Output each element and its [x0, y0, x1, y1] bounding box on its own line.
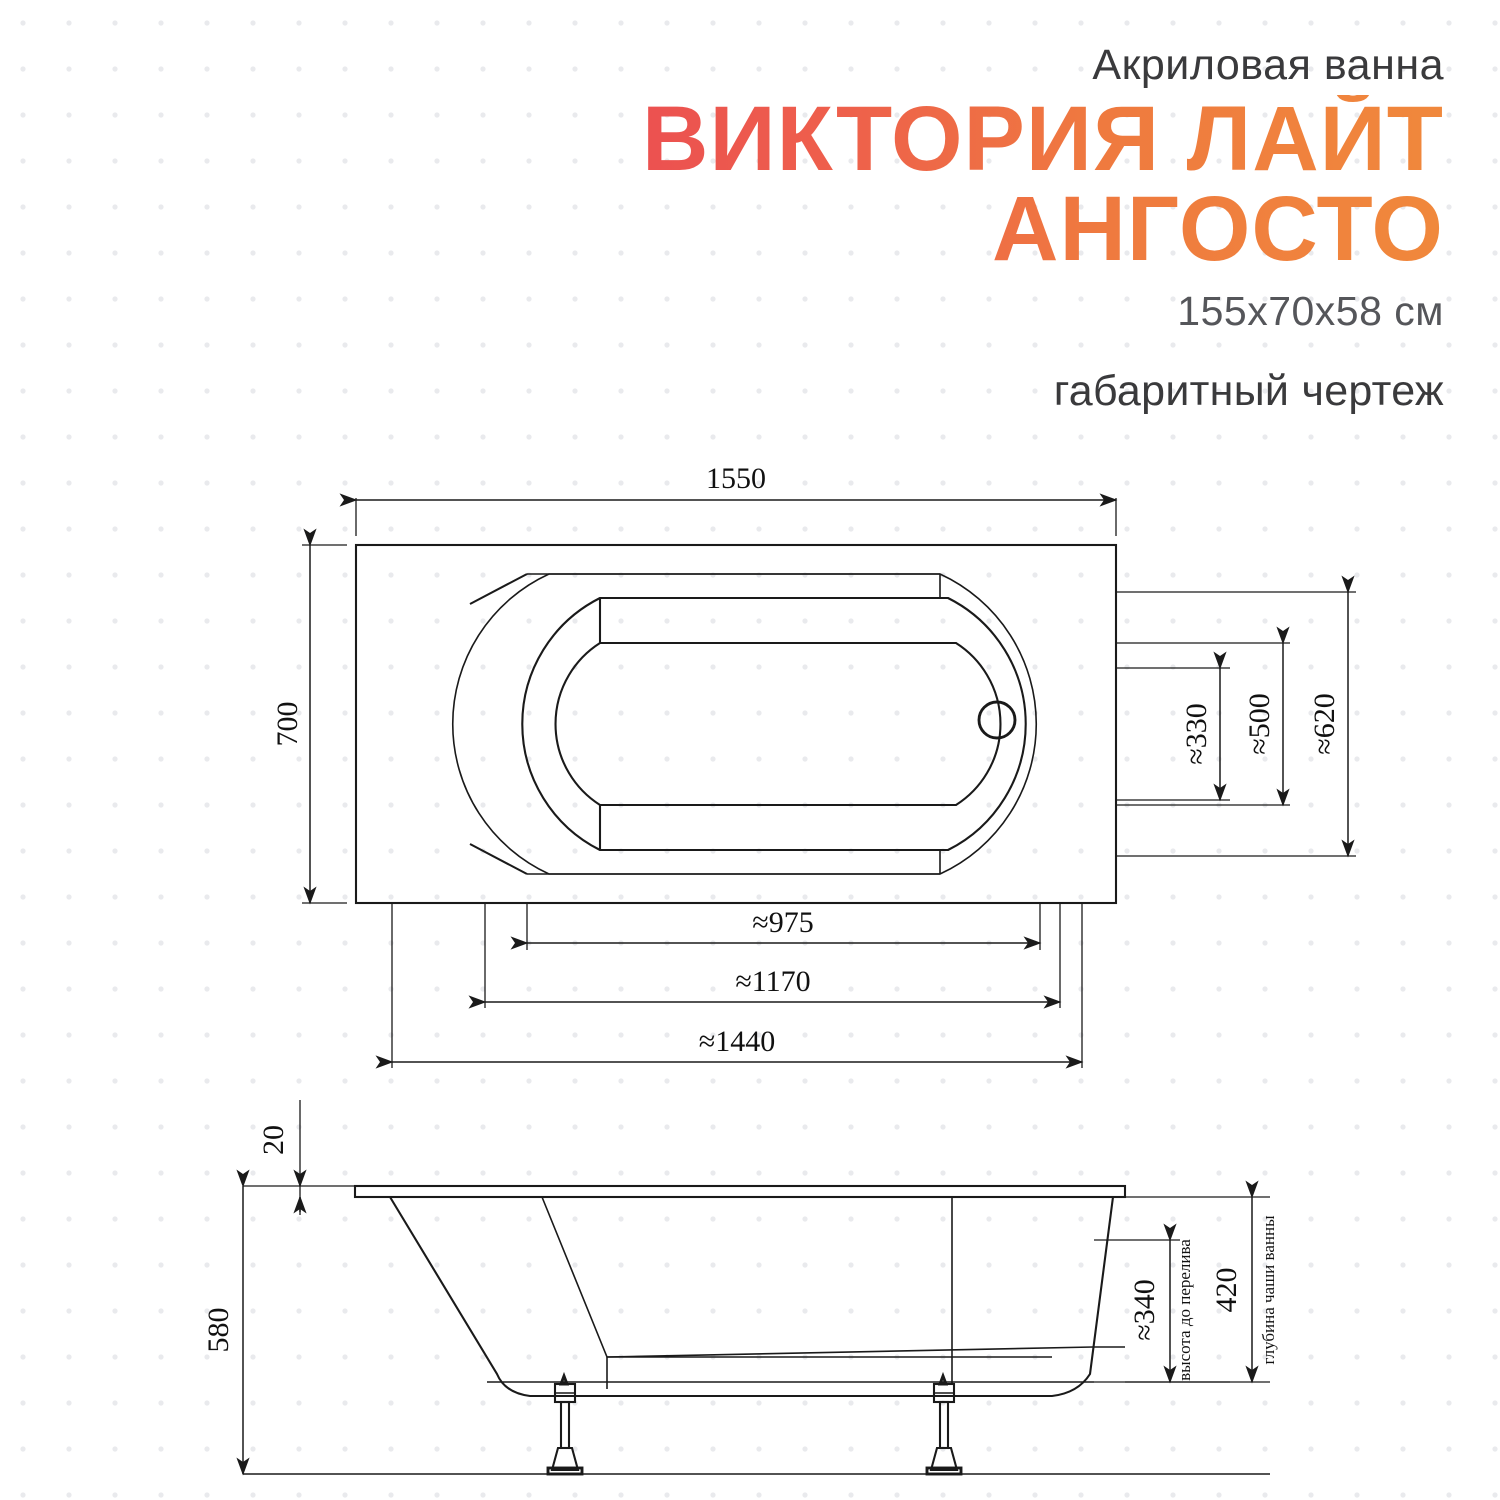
dim-label-1550: 1550	[706, 462, 766, 495]
top-view-outer-rim	[354, 543, 1118, 905]
dim-inner-length-1440: ≈1440	[375, 1025, 1084, 1069]
dim-label-340: ≈340	[1128, 1279, 1161, 1340]
dim-inner-width-620: ≈620	[1308, 575, 1355, 858]
top-view-bowl-bottom-edge	[554, 641, 1002, 807]
top-view-internal-edges	[469, 573, 941, 875]
note-bowl-depth: глубина чаши ванны	[1259, 1215, 1278, 1365]
side-view-inner-wall	[541, 1196, 1052, 1358]
dim-label-700: 700	[271, 702, 304, 747]
product-category-label: Акриловая ванна	[1092, 41, 1444, 89]
dim-overall-length-1550: 1550	[339, 462, 1118, 507]
dim-label-420: 420	[1210, 1268, 1243, 1313]
dim-label-975: ≈975	[752, 906, 813, 939]
dim-bowl-depth-420: 420 глубина чаши ванны	[1210, 1180, 1278, 1384]
product-title-line-2: АНГОСТО	[544, 182, 1444, 274]
dim-inner-width-500: ≈500	[1243, 626, 1290, 807]
side-view-rim-slab	[353, 1184, 1127, 1199]
side-view-outer-wall	[389, 1196, 1115, 1398]
support-leg-left	[546, 1371, 584, 1476]
dim-overall-width-700: 700	[271, 528, 317, 905]
top-view-extension-lines	[302, 498, 1356, 1068]
dim-inner-length-975: ≈975	[510, 906, 1042, 950]
top-view-group: 1550 700 ≈330 ≈500 ≈620 ≈975	[271, 462, 1356, 1069]
dim-total-height-580: 580	[202, 1169, 250, 1476]
side-view-extension-lines	[243, 1100, 1270, 1383]
top-view-rim-inner-outline	[451, 573, 1038, 875]
drawing-type-label: габаритный чертеж	[1053, 366, 1444, 415]
dim-label-1440: ≈1440	[699, 1025, 775, 1058]
side-view-bowl-bottom	[606, 1346, 1094, 1358]
dim-label-500: ≈500	[1243, 693, 1276, 754]
header-block: Акриловая ванна ВИКТОРИЯ ЛАЙТ АНГОСТО 15…	[544, 41, 1444, 416]
top-view-bowl-outer-edge	[521, 596, 1027, 852]
support-leg-right	[925, 1371, 963, 1476]
dim-inner-width-330: ≈330	[1180, 651, 1227, 802]
dim-label-20: 20	[257, 1125, 290, 1155]
dim-label-330: ≈330	[1180, 703, 1213, 764]
dim-label-1170: ≈1170	[735, 965, 810, 998]
dim-label-580: 580	[202, 1308, 235, 1353]
product-size-label: 155x70x58 см	[1177, 287, 1444, 334]
drain-hole-icon	[977, 700, 1017, 740]
dim-overflow-height-340: ≈340 высота до перелива	[1128, 1223, 1194, 1384]
product-title-line-1: ВИКТОРИЯ ЛАЙТ	[544, 93, 1444, 185]
dim-inner-length-1170: ≈1170	[468, 965, 1062, 1009]
side-view-group: 20 580 ≈340 высота до перелива 420 глуби…	[202, 1100, 1278, 1476]
note-overflow-height: высота до перелива	[1175, 1239, 1194, 1381]
dim-label-620: ≈620	[1308, 693, 1341, 754]
dim-rim-thickness-20: 20	[257, 1125, 307, 1214]
